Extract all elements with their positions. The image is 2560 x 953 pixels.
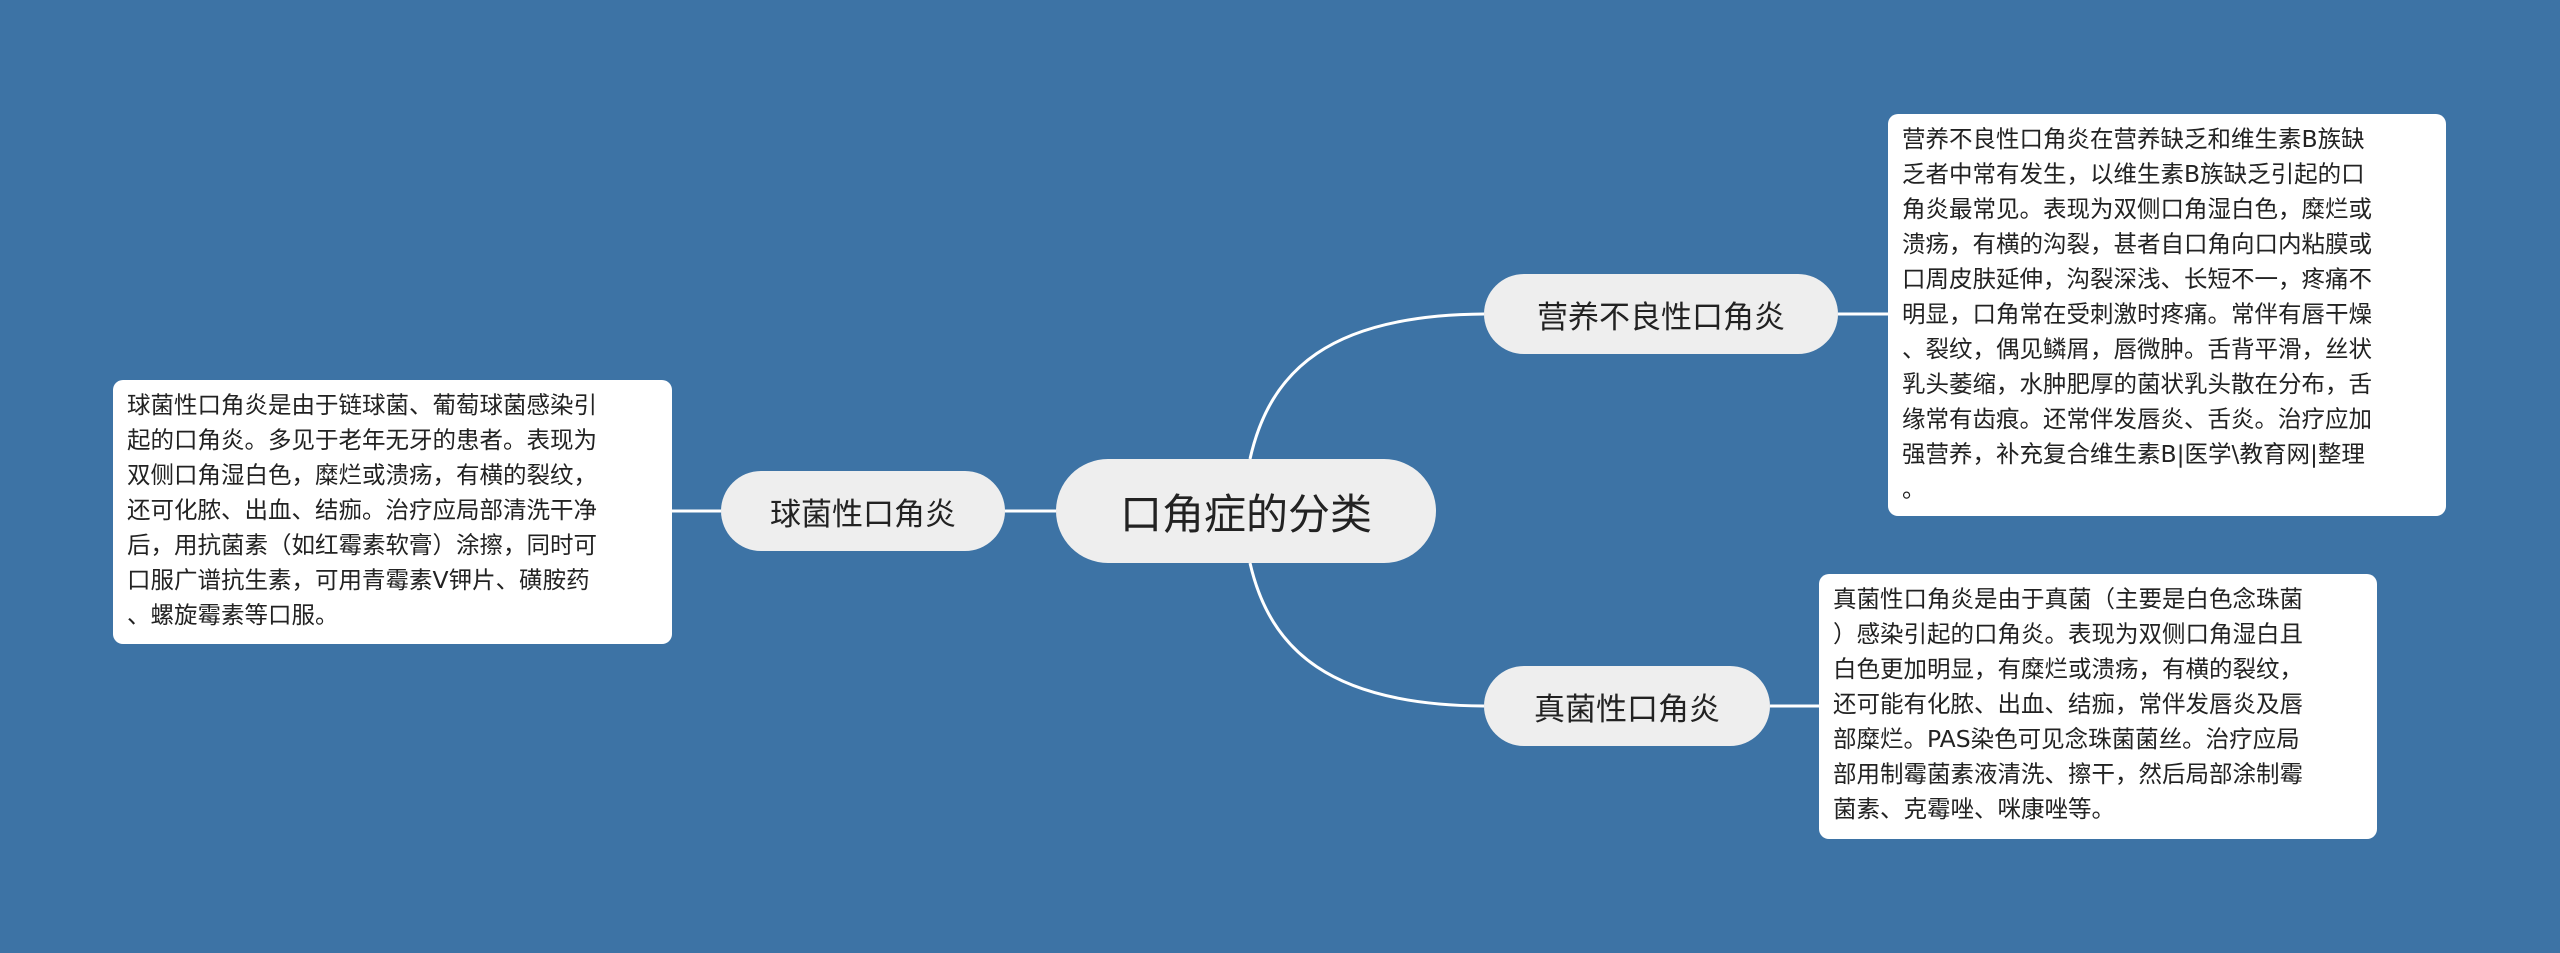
root-node-label: 口角症的分类 [1119, 489, 1372, 539]
detail-card-nutritional: 营养不良性口角炎在营养缺乏和维生素B族缺 乏者中常有发生，以维生素B族缺乏引起的… [1888, 114, 2446, 516]
branch-node-nutritional[interactable]: 营养不良性口角炎 [1484, 274, 1838, 354]
branch-node-label: 真菌性口角炎 [1534, 691, 1720, 728]
branch-node-label: 营养不良性口角炎 [1537, 299, 1785, 336]
branch-node-fungal[interactable]: 真菌性口角炎 [1484, 666, 1770, 746]
detail-card-fungal: 真菌性口角炎是由于真菌（主要是白色念珠菌 ）感染引起的口角炎。表现为双侧口角湿白… [1819, 574, 2377, 839]
detail-card-coccal: 球菌性口角炎是由于链球菌、葡萄球菌感染引 起的口角炎。多见于老年无牙的患者。表现… [113, 380, 672, 644]
connector-root-to-bottom [1248, 562, 1485, 708]
connector-root-to-top [1248, 312, 1485, 460]
branch-node-label: 球菌性口角炎 [770, 496, 956, 533]
branch-node-coccal[interactable]: 球菌性口角炎 [721, 471, 1005, 551]
root-node[interactable]: 口角症的分类 [1056, 459, 1436, 563]
